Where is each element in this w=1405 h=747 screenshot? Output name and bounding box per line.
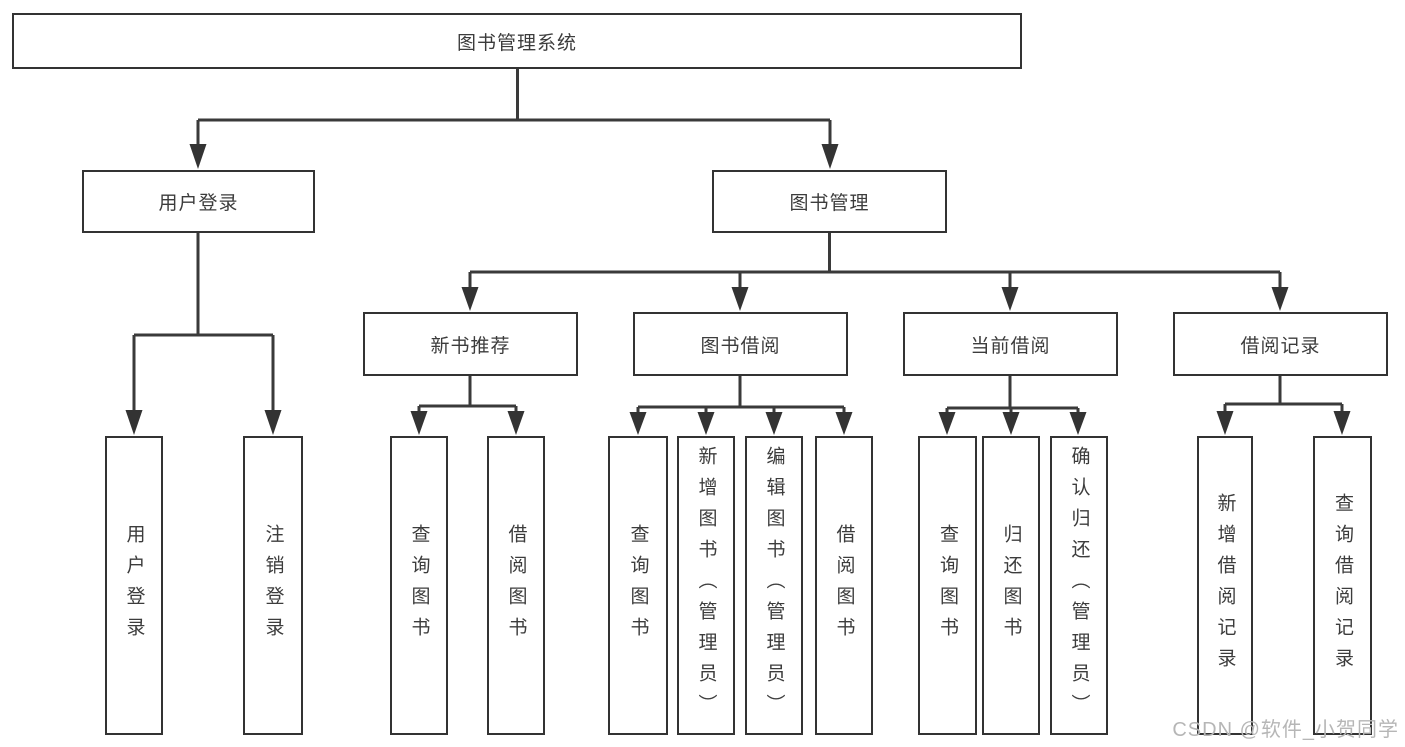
branch-label: 借阅记录 [1240,335,1321,357]
leaf-box-borrow-books: 借阅图书 [815,436,873,735]
connector-current-borrow-branch [938,376,1087,435]
connector-borrow-records-branch [1216,376,1351,435]
branch-box-book-management: 图书管理 [712,170,947,233]
leaf-box-query-books-current: 查询图书 [918,436,977,735]
branch-label: 图书借阅 [700,335,781,357]
leaf-box-query-books-recommend: 查询图书 [390,436,448,735]
connector-user-login-branch [125,233,282,435]
connector-new-books-branch [410,376,525,435]
branch-label: 当前借阅 [970,335,1051,357]
branch-label: 新书推荐 [430,335,511,357]
leaf-box-user-login: 用户登录 [105,436,163,735]
leaf-box-add-books-admin: 新增图书（管理员） [677,436,735,735]
leaf-label: 确认归还（管理员） [1068,446,1090,725]
leaf-box-logout: 注销登录 [243,436,303,735]
branch-box-borrow-records: 借阅记录 [1173,312,1388,376]
leaf-label: 查询图书 [627,523,649,648]
leaf-label: 编辑图书（管理员） [763,446,785,725]
leaf-label: 借阅图书 [505,523,527,648]
branch-box-user-login: 用户登录 [82,170,315,233]
leaf-box-borrow-books-recommend: 借阅图书 [487,436,545,735]
leaf-label: 用户登录 [123,523,145,648]
branch-label: 图书管理 [789,193,870,214]
branch-box-book-borrow: 图书借阅 [633,312,848,376]
csdn-watermark: CSDN @软件_小贺同学 [1172,719,1399,741]
connector-book-management-branch [461,233,1289,311]
leaf-label: 新增借阅记录 [1214,492,1236,679]
root-box-library-management-system: 图书管理系统 [12,13,1022,69]
leaf-box-return-books: 归还图书 [982,436,1040,735]
leaf-label: 归还图书 [1000,523,1022,648]
root-label: 图书管理系统 [456,32,577,54]
leaf-label: 查询借阅记录 [1332,492,1353,679]
branch-label: 用户登录 [158,193,239,214]
leaf-box-query-books-borrow: 查询图书 [608,436,668,735]
leaf-box-confirm-return-admin: 确认归还（管理员） [1050,436,1108,735]
connector-root-to-level2 [189,69,839,169]
leaf-label: 注销登录 [262,523,284,648]
leaf-label: 借阅图书 [833,523,855,648]
leaf-box-add-borrow-record: 新增借阅记录 [1197,436,1253,735]
leaf-label: 新增图书（管理员） [695,446,717,725]
connector-book-borrow-branch [629,376,853,435]
leaf-label: 查询图书 [937,523,958,648]
branch-box-new-book-recommend: 新书推荐 [363,312,578,376]
leaf-label: 查询图书 [408,523,430,648]
leaf-box-query-borrow-record: 查询借阅记录 [1313,436,1372,735]
branch-box-current-borrow: 当前借阅 [903,312,1118,376]
leaf-box-edit-books-admin: 编辑图书（管理员） [745,436,803,735]
